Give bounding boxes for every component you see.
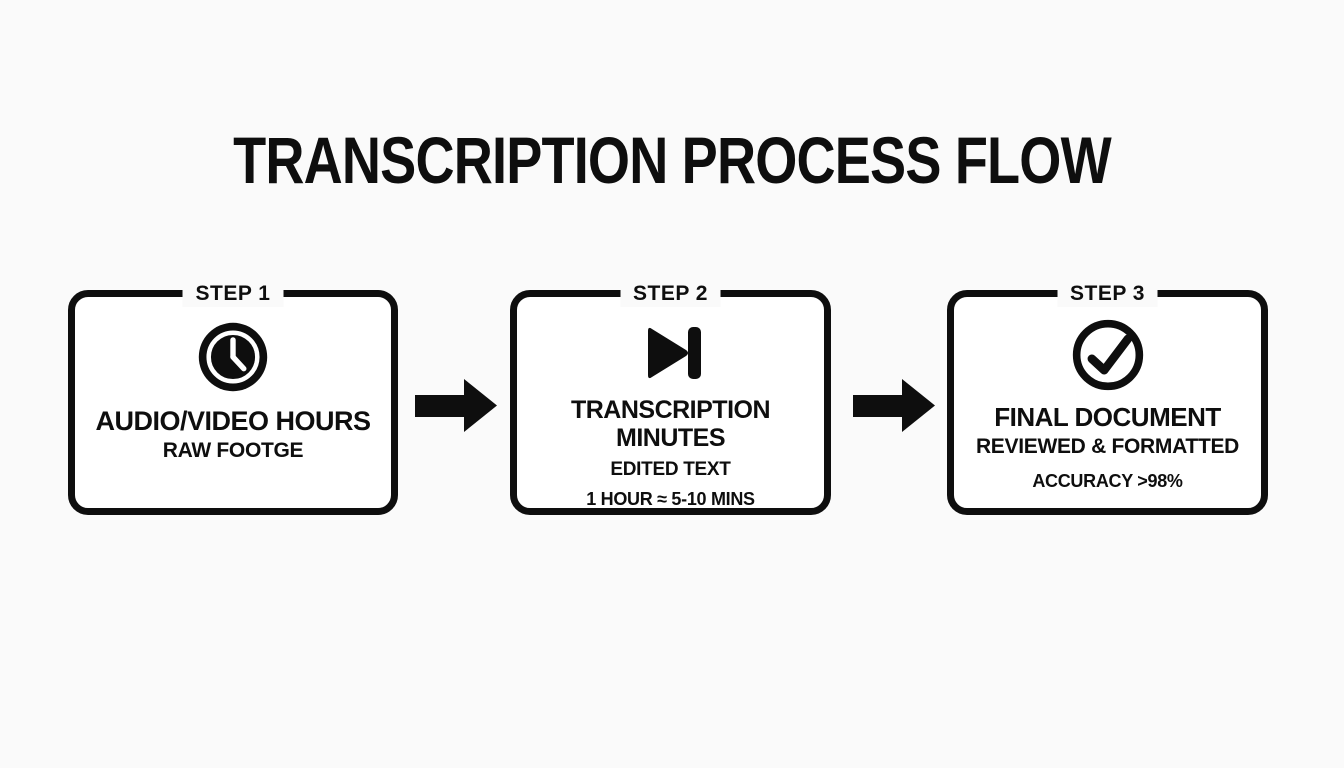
step-2-heading: TRANSCRIPTION MINUTES — [570, 396, 771, 452]
page-title: TRANSCRIPTION PROCESS FLOW — [233, 123, 1112, 197]
clock-icon — [197, 321, 269, 393]
step-3-subtext: REVIEWED & FORMATTED — [975, 435, 1240, 458]
step-1-heading: AUDIO/VIDEO HOURS — [95, 406, 371, 436]
step-3-box: STEP 3 FINAL DOCUMENT REVIEWED & FORMATT… — [947, 280, 1268, 515]
step-2-note: 1 HOUR ≈ 5-10 MINS — [586, 489, 755, 509]
step-1-label: STEP 1 — [182, 280, 284, 307]
step-3-note: ACCURACY >98% — [1032, 471, 1183, 491]
arrow-right-icon — [415, 378, 497, 433]
arrow-right-icon — [853, 378, 935, 433]
check-circle-icon — [1070, 317, 1146, 393]
step-2-label: STEP 2 — [620, 280, 721, 307]
step-3-heading: FINAL DOCUMENT — [994, 402, 1221, 432]
step-3-label: STEP 3 — [1057, 280, 1158, 307]
step-1-box: STEP 1 AUDIO/VIDEO HOURS RAW FOOTGE — [68, 280, 398, 515]
skip-next-icon — [640, 324, 702, 382]
step-2-box: STEP 2 TRANSCRIPTION MINUTES EDITED TEXT… — [510, 280, 831, 515]
step-1-subtext: RAW FOOTGE — [162, 439, 304, 462]
step-2-subtext: EDITED TEXT — [610, 459, 731, 480]
